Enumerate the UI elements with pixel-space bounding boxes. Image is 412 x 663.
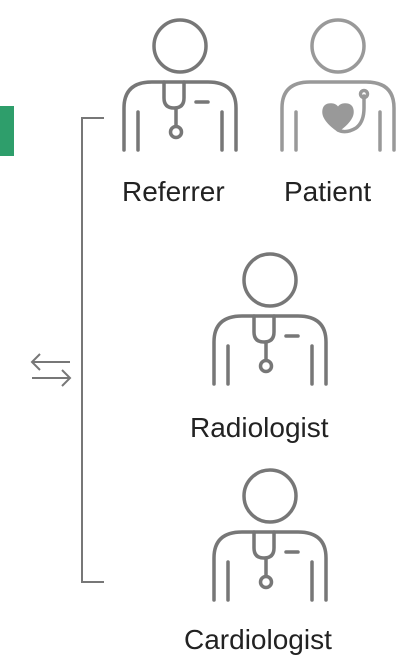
role-label-cardiologist: Cardiologist [184,624,332,655]
doctor-stethoscope-icon [212,252,328,386]
role-label-referrer: Referrer [122,176,225,207]
exchange-arrows-icon [30,353,72,387]
role-label-radiologist: Radiologist [190,412,329,443]
role-label-patient: Patient [284,176,372,207]
doctor-stethoscope-icon [212,468,328,602]
patient-heart-icon [280,18,396,152]
doctor-stethoscope-icon [122,18,238,152]
accent-bar [0,106,14,156]
